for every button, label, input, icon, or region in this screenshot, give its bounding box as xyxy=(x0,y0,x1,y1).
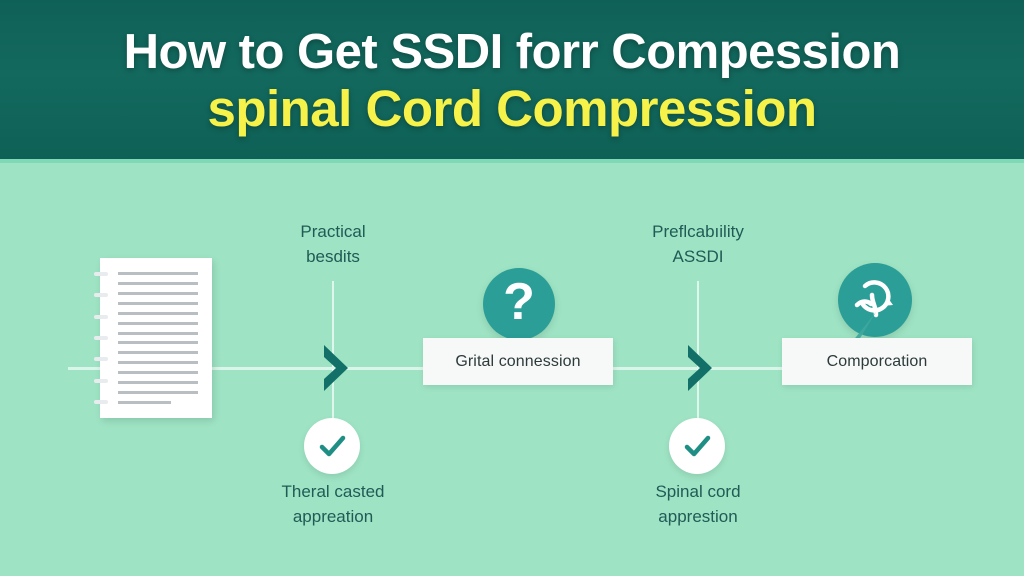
flow-label-bottom-1-line-1: Theral casted xyxy=(281,482,385,501)
connector-line-bottom-1 xyxy=(332,369,334,429)
chevron-right-icon xyxy=(682,343,716,393)
flow-label-top-2: Preflcabıility ASSDI xyxy=(608,220,788,269)
flow-label-bottom-2-line-1: Spinal cord xyxy=(655,482,741,501)
question-mark-badge: ? xyxy=(483,268,555,340)
document-binding-icon xyxy=(94,272,108,404)
flow-node-card-right-label: Comporcation xyxy=(826,352,928,370)
flow-node-card-right: Comporcation xyxy=(782,338,972,385)
flow-label-bottom-1-line-2: appreation xyxy=(292,506,374,526)
flow-label-top-1-line-1: Practical xyxy=(300,222,366,241)
flow-node-card-center-label: Grital connession xyxy=(455,352,581,370)
question-mark-icon: ? xyxy=(503,273,535,331)
flow-label-bottom-2: Spinal cord apprestion xyxy=(608,480,788,529)
connector-line-bottom-2 xyxy=(697,369,699,429)
check-icon xyxy=(684,435,711,457)
title-line-secondary: spinal Cord Compression xyxy=(207,80,817,138)
chevron-right-icon xyxy=(318,343,352,393)
flow-label-top-2-line-1: Preflcabıility xyxy=(652,222,744,241)
check-badge xyxy=(304,418,360,474)
flow-label-top-1-line-2: besdits xyxy=(306,246,360,266)
title-line-primary: How to Get SSDI forr Compession xyxy=(123,24,901,79)
flow-label-top-2-line-2: ASSDI xyxy=(672,246,724,266)
header-banner: How to Get SSDI forr Compession spinal C… xyxy=(0,0,1024,163)
flow-diagram: ? Gr xyxy=(0,163,1024,576)
check-badge xyxy=(669,418,725,474)
flow-label-bottom-1: Theral casted appreation xyxy=(243,480,423,529)
check-icon xyxy=(319,435,346,457)
flow-label-top-1: Practical besdits xyxy=(243,220,423,269)
document-text-lines xyxy=(118,272,198,404)
process-badge xyxy=(838,263,912,337)
connector-line-top-1 xyxy=(332,281,334,367)
flow-label-bottom-2-line-2: apprestion xyxy=(658,506,738,526)
flow-node-card-center: Grital connession xyxy=(423,338,613,385)
process-refresh-icon xyxy=(854,280,893,318)
connector-line-top-2 xyxy=(697,281,699,367)
document-icon xyxy=(94,258,212,418)
